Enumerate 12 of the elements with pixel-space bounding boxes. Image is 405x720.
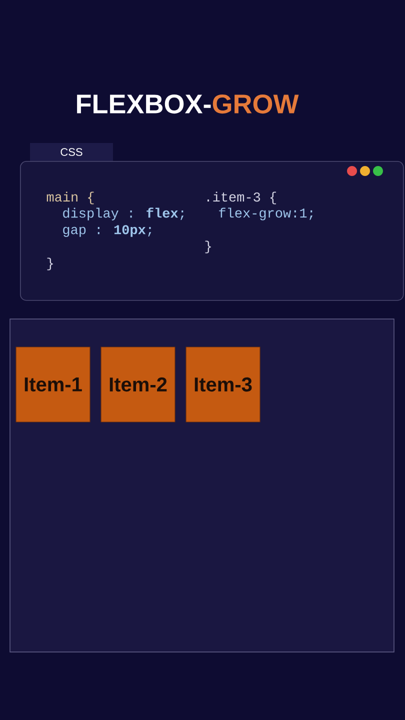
code-line: gap : 10px; bbox=[63, 225, 152, 237]
code-line: .item-3 { bbox=[207, 192, 276, 204]
item-box: Item-1 bbox=[16, 346, 90, 422]
code-line: main { bbox=[46, 192, 94, 204]
item-box: Item-3 bbox=[186, 346, 260, 422]
code-line: } bbox=[205, 240, 211, 254]
code-line: } bbox=[47, 258, 53, 270]
code-line: flex-grow:1; bbox=[219, 208, 312, 220]
code-line: display : flex; bbox=[63, 208, 184, 220]
title: FLEXBOX-GROW bbox=[77, 94, 299, 114]
tab: CSS bbox=[30, 143, 113, 161]
item-box: Item-2 bbox=[100, 346, 176, 422]
